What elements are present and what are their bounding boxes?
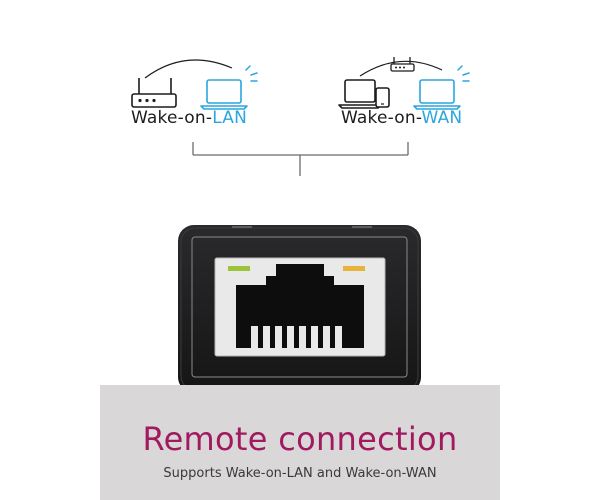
router-icon — [390, 57, 415, 72]
caption-subtitle: Supports Wake-on-LAN and Wake-on-WAN — [163, 466, 437, 481]
ethernet-port-icon — [214, 257, 386, 357]
led-right — [343, 266, 365, 271]
lan-connection-arc — [144, 59, 233, 79]
phone-icon — [375, 87, 390, 108]
lan-label-accent: LAN — [212, 108, 248, 128]
caption-panel — [100, 385, 500, 500]
led-left — [228, 266, 250, 271]
laptop-icon — [338, 79, 382, 109]
router-icon — [131, 78, 177, 108]
wake-on-wan-label: Wake-on-WAN — [341, 108, 462, 128]
bracket-connector — [192, 142, 409, 176]
signal-waves-icon — [245, 65, 258, 82]
wan-label-prefix: Wake-on- — [341, 108, 422, 128]
wan-connection-arc — [359, 60, 443, 77]
wan-label-accent: WAN — [421, 108, 463, 128]
laptop-icon — [200, 79, 248, 110]
caption-title: Remote connection — [142, 420, 458, 458]
signal-waves-icon — [457, 65, 470, 82]
laptop-icon — [413, 79, 461, 110]
lan-label-prefix: Wake-on- — [131, 108, 213, 128]
port-contacts — [251, 326, 342, 348]
wake-on-lan-label: Wake-on-LAN — [131, 108, 247, 128]
